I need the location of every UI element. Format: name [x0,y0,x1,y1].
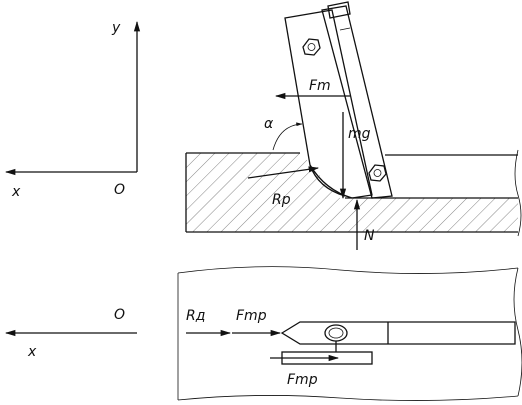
nut-bottom [368,164,387,182]
rp-label: Rp [272,192,291,208]
plan-clamp [324,324,348,342]
y-axis-label: y [111,20,121,36]
alpha-arc [272,122,303,151]
n-label: N [364,228,375,244]
origin-label-bottom: O [114,307,125,323]
bottom-axis: x O [4,307,137,360]
x-axis-label-bottom: x [27,344,37,360]
forces-top: Fm α mg Rp N [247,78,375,250]
fm-label: Fm [309,78,331,94]
alpha-label: α [264,116,274,132]
fmp-label-top: Fmp [236,308,267,324]
slab [185,149,522,237]
plan-bottom-edge [177,395,519,401]
plan-top-edge [177,266,519,274]
slab-hatching [186,153,518,232]
fmp-label-bottom: Fmp [287,372,318,388]
plan-tool-bar [280,321,516,345]
rd-label: Rд [186,308,205,324]
plan-view: Rд Fmp Fmp [177,266,522,401]
origin-label-top: O [114,182,125,198]
nut-top [302,38,321,56]
rp-arrow [247,166,320,179]
x-axis-label-top: x [11,184,21,200]
tool-holder [321,5,393,199]
top-axes: y x O [4,20,141,200]
mg-label: mg [348,126,371,142]
